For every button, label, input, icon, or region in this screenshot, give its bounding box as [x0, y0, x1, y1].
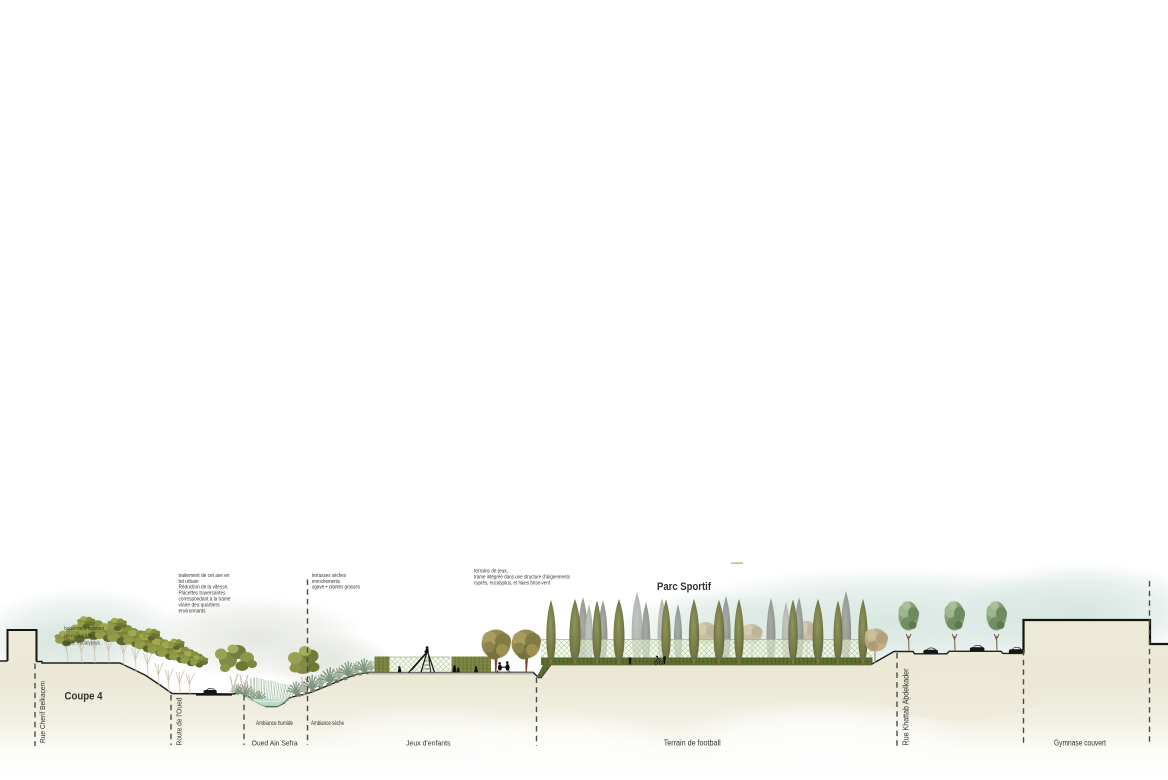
svg-text:correspondant à la trame: correspondant à la trame — [179, 597, 232, 603]
svg-text:environnants: environnants — [179, 609, 206, 615]
svg-text:Rue Khattab Abdelkader: Rue Khattab Abdelkader — [902, 668, 911, 745]
svg-text:Réduction de la vitesse,: Réduction de la vitesse, — [179, 585, 229, 591]
svg-text:Rue Cherif Belkacem: Rue Cherif Belkacem — [40, 681, 47, 743]
svg-text:bd urbain: bd urbain — [179, 579, 199, 585]
svg-text:agave + plantes grasses: agave + plantes grasses — [312, 585, 360, 591]
svg-text:Route de l'Oued: Route de l'Oued — [177, 697, 184, 745]
svg-text:boisement existant: boisement existant — [64, 626, 104, 632]
svg-text:cyprès, eucalyptus, et haies b: cyprès, eucalyptus, et haies brise-vent — [474, 581, 550, 587]
svg-text:terrasses sèches: terrasses sèches — [312, 573, 346, 579]
svg-text:Ambiance humide: Ambiance humide — [256, 720, 293, 727]
svg-text:Placettes traversantes: Placettes traversantes — [179, 591, 226, 597]
svg-text:trame intégrée dans une struct: trame intégrée dans une structure d'alig… — [474, 575, 570, 581]
svg-text:Oued Ain Sefra: Oued Ain Sefra — [252, 738, 299, 747]
svg-text:Ambiance sèche: Ambiance sèche — [311, 720, 344, 727]
svg-text:Terrain de football: Terrain de football — [664, 739, 721, 748]
svg-text:terrains de jeux,: terrains de jeux, — [474, 569, 508, 575]
svg-text:Coupe 4: Coupe 4 — [65, 690, 104, 702]
svg-text:traitement de cet axe en: traitement de cet axe en — [179, 573, 230, 579]
svg-text:recouvrant les: recouvrant les — [64, 633, 95, 639]
svg-text:viaire des quartiers: viaire des quartiers — [179, 603, 220, 609]
svg-text:Jeux d'enfants: Jeux d'enfants — [406, 738, 451, 747]
svg-text:enrochements: enrochements — [312, 579, 340, 585]
svg-text:Gymnase couvert: Gymnase couvert — [1054, 739, 1107, 748]
svg-text:Parc Sportif: Parc Sportif — [657, 581, 711, 593]
svg-text:talus, eucalyptus: talus, eucalyptus — [64, 641, 100, 647]
